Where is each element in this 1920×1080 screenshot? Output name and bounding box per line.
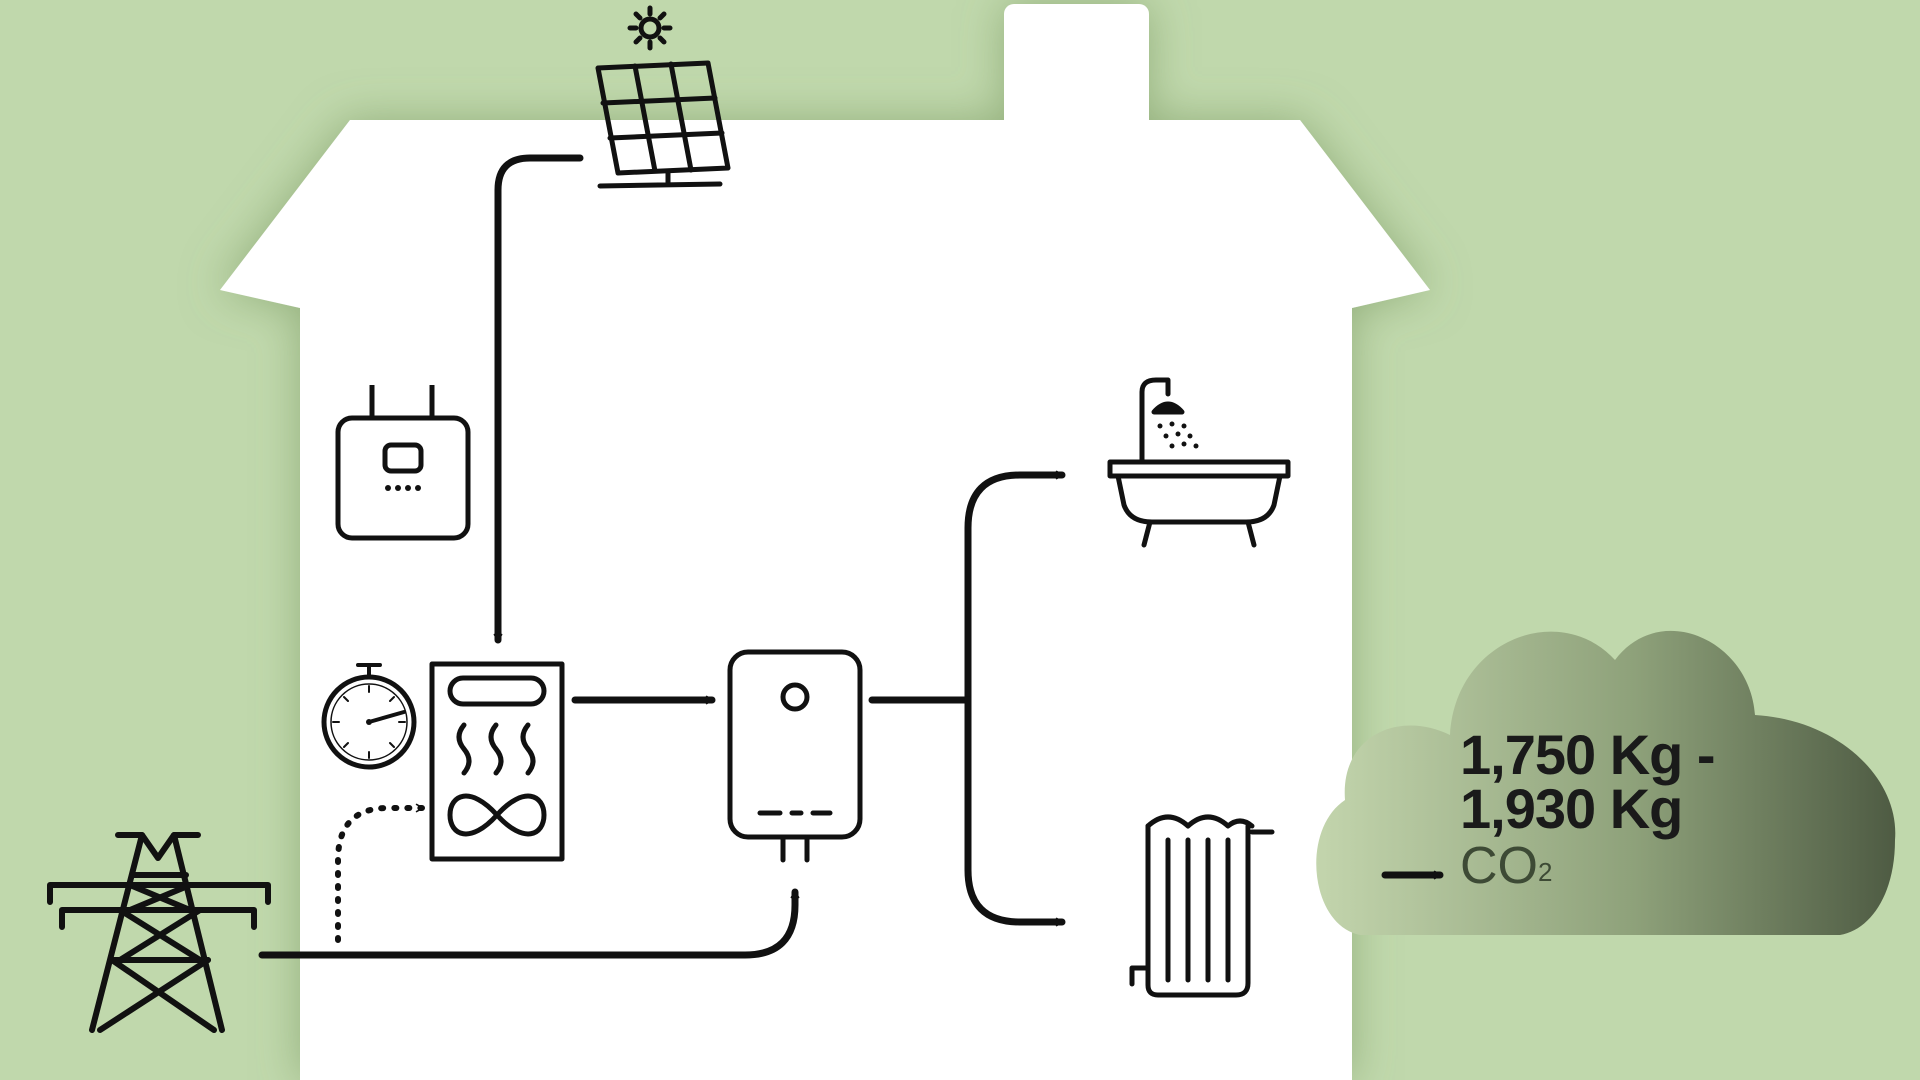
power-pylon-icon: [47, 832, 271, 1033]
house-silhouette: [220, 4, 1430, 1080]
co2-unit-base: CO: [1460, 837, 1538, 895]
co2-range-min: 1,750 Kg -: [1460, 723, 1716, 786]
inverter-icon: [335, 385, 471, 541]
co2-range-max: 1,930 Kg: [1460, 777, 1683, 840]
bathtub-shower-icon: [1107, 377, 1291, 548]
co2-unit: CO2: [1460, 838, 1790, 894]
co2-cloud-icon: [1316, 630, 1896, 935]
co2-emission-label: 1,750 Kg - 1,930 Kg CO2: [1460, 723, 1790, 895]
flow-grid-to-heatpump-dotted: [335, 803, 425, 943]
co2-unit-sup: 2: [1538, 857, 1553, 887]
flow-junction-to-bath: [964, 470, 1066, 704]
radiator-icon: [1129, 814, 1275, 998]
flow-lines: [258, 154, 1444, 959]
timer-icon: [321, 663, 417, 770]
flow-solar-to-heatpump: [493, 154, 584, 644]
flow-junction-to-radiator: [964, 696, 1066, 927]
heat-pump-icon: [429, 661, 565, 862]
water-heater-icon: [727, 649, 863, 863]
solar-panel-icon: [595, 5, 731, 189]
flow-grid-to-boiler: [258, 888, 800, 959]
